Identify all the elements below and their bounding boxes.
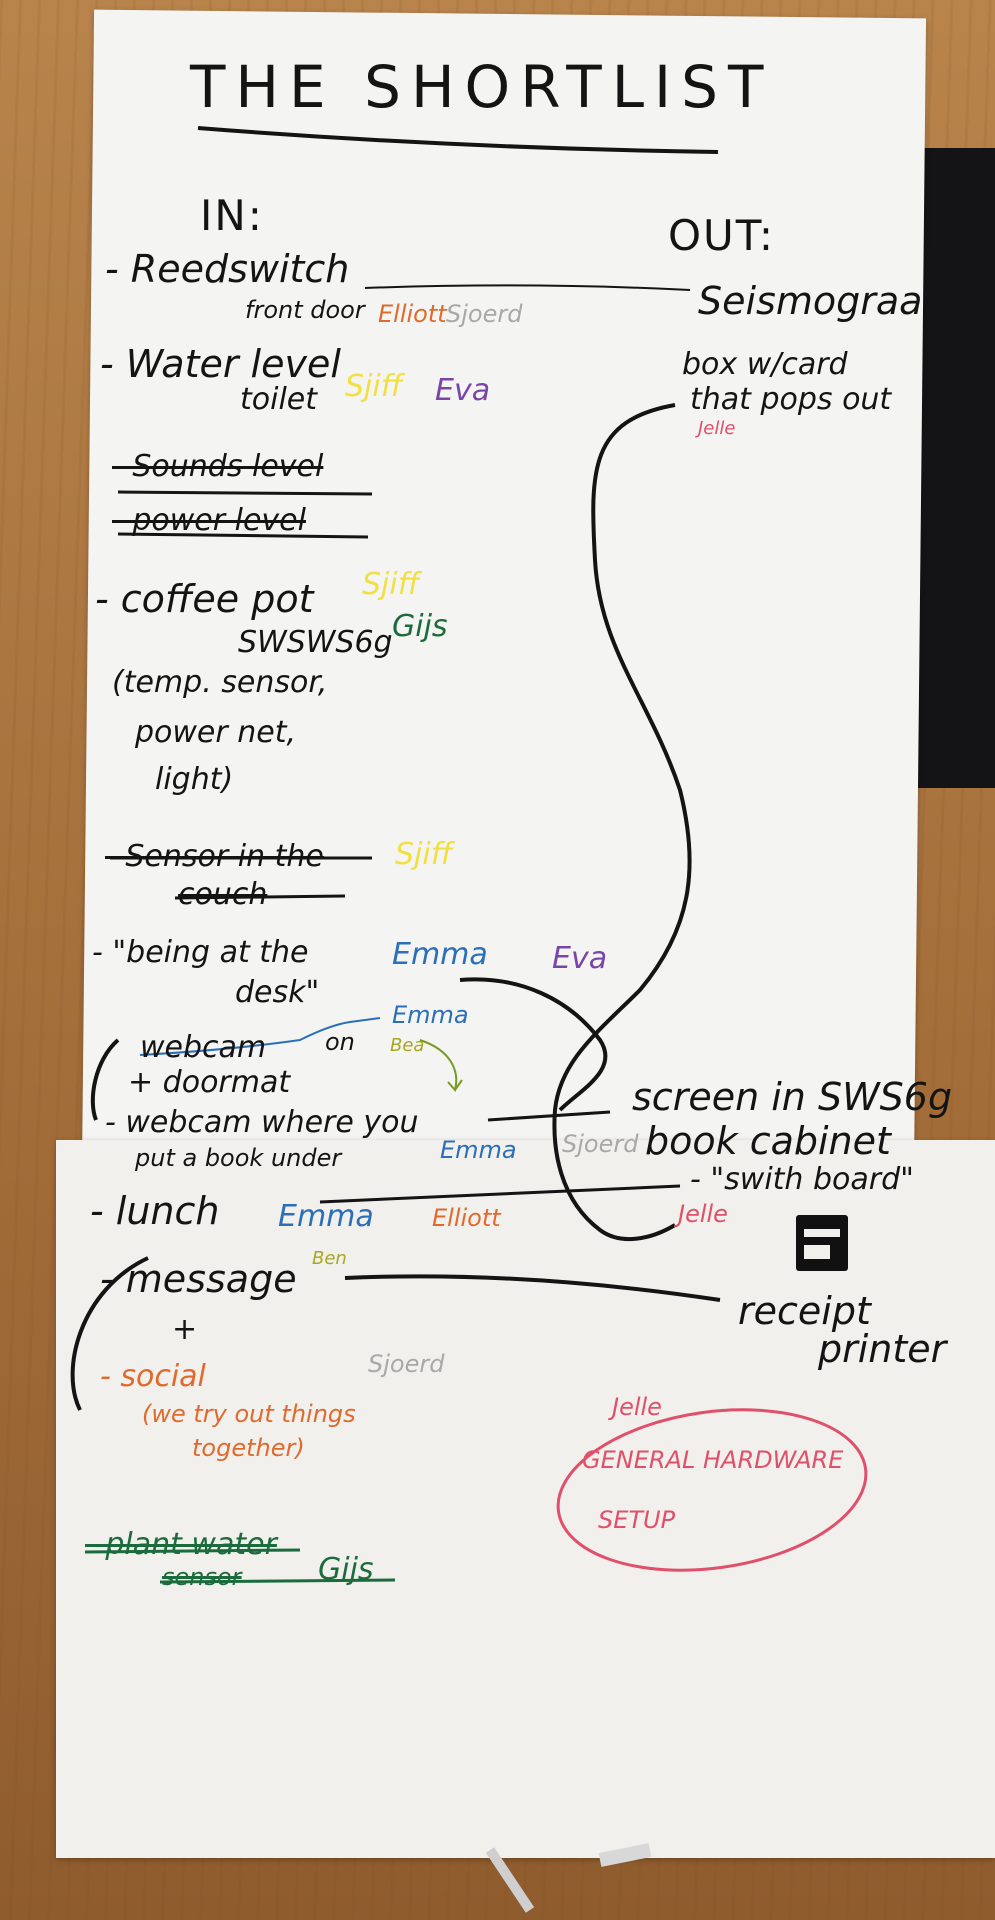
title-underline: [197, 126, 719, 154]
box-card-label: that pops out: [690, 382, 892, 417]
plus-label: +: [172, 1312, 198, 1347]
sensor-couch-label: - Sensor in the: [105, 839, 324, 874]
name-tag: Sjiff: [345, 369, 403, 404]
name-tag: Eva: [435, 373, 491, 408]
box-card-label: box w/card: [682, 347, 848, 382]
being-desk-label: - "being at the: [92, 935, 309, 970]
name-tag: Ben: [312, 1248, 347, 1269]
name-tag: Emma: [278, 1199, 374, 1234]
screen-label: book cabinet: [645, 1119, 891, 1163]
name-tag: Bea: [390, 1035, 425, 1056]
general-hardware-label: GENERAL HARDWARE: [582, 1446, 844, 1474]
printer-icon: [796, 1215, 848, 1271]
strike-line: [117, 532, 369, 539]
page-title: THE SHORTLIST: [190, 53, 774, 121]
water-level-sub: toilet: [240, 382, 318, 417]
strike-line: [117, 490, 373, 496]
social-note: (we try out things: [142, 1400, 356, 1428]
screen-label: screen in SWS6g: [632, 1075, 953, 1119]
curve-line: [552, 403, 692, 1242]
name-tag: Sjoerd: [368, 1350, 445, 1378]
curve-line: [459, 977, 608, 1112]
bracket: [90, 1038, 120, 1121]
coffee-pot-sub: SWSWS6g: [238, 625, 393, 660]
connector-line: [319, 1184, 681, 1204]
blue-underline: [139, 1017, 381, 1056]
strike-line: [84, 1548, 301, 1554]
coffee-pot-note: power net,: [135, 715, 297, 750]
connector-line: [364, 284, 691, 291]
chair-shape: [485, 1843, 652, 1913]
receipt-printer-label: receipt: [738, 1289, 871, 1333]
name-tag: Jelle: [678, 1200, 728, 1228]
reedswitch-sub: front door: [245, 296, 365, 324]
doormat-label: + doormat: [128, 1065, 291, 1100]
strike-line: [159, 1578, 396, 1584]
circle-outline: [556, 1408, 868, 1572]
webcam-book-label: - webcam where you: [105, 1105, 419, 1140]
name-tag: Jelle: [612, 1393, 662, 1421]
in-heading: IN:: [200, 191, 264, 240]
name-tag: Emma: [440, 1136, 517, 1164]
water-level-label: - Water level: [100, 342, 341, 386]
name-tag: Gijs: [392, 609, 448, 644]
general-hardware-label: SETUP: [598, 1506, 676, 1534]
plant-water-label: - plant water: [85, 1527, 277, 1562]
name-tag: Emma: [392, 1001, 469, 1029]
coffee-pot-note: (temp. sensor,: [112, 665, 328, 700]
connector-line: [487, 1110, 611, 1122]
lunch-label: - lunch: [90, 1189, 220, 1233]
switch-board-label: - "swith board": [690, 1162, 914, 1197]
coffee-pot-note: light): [155, 762, 234, 797]
coffee-pot-label: - coffee pot: [95, 577, 314, 621]
sensor-couch-label: couch: [178, 877, 268, 912]
name-tag: Emma: [392, 937, 488, 972]
out-heading: OUT:: [668, 211, 775, 260]
name-tag: Gijs: [318, 1552, 374, 1587]
message-label: - message: [100, 1257, 297, 1301]
name-tag: Sjiff: [395, 837, 453, 872]
seismograaf-label: Seismograaf: [698, 279, 936, 323]
name-tag: Jelle: [698, 418, 736, 439]
strike-line: [174, 894, 346, 900]
plant-water-label: sensor: [162, 1563, 242, 1591]
social-label: - social: [100, 1359, 206, 1394]
name-tag: Eva: [552, 941, 608, 976]
power-level-label: - power level: [112, 503, 306, 538]
webcam-on: on: [325, 1028, 355, 1056]
name-tag: Sjoerd: [562, 1130, 639, 1158]
sounds-level-label: - Sounds level: [112, 449, 324, 484]
arrow-icon: [419, 1039, 463, 1093]
bracket: [70, 1256, 149, 1411]
name-tag: Elliott: [432, 1204, 501, 1232]
name-tag: Sjiff: [362, 567, 420, 602]
social-note: together): [192, 1434, 305, 1462]
reedswitch-label: - Reedswitch: [105, 247, 350, 291]
webcam-book-label: put a book under: [135, 1144, 342, 1172]
connector-line: [344, 1274, 721, 1302]
name-tag: Elliott: [378, 300, 447, 328]
receipt-printer-label: printer: [818, 1327, 947, 1371]
being-desk-label: desk": [235, 975, 320, 1010]
name-tag: Sjoerd: [446, 300, 523, 328]
webcam-label: webcam: [140, 1030, 267, 1065]
